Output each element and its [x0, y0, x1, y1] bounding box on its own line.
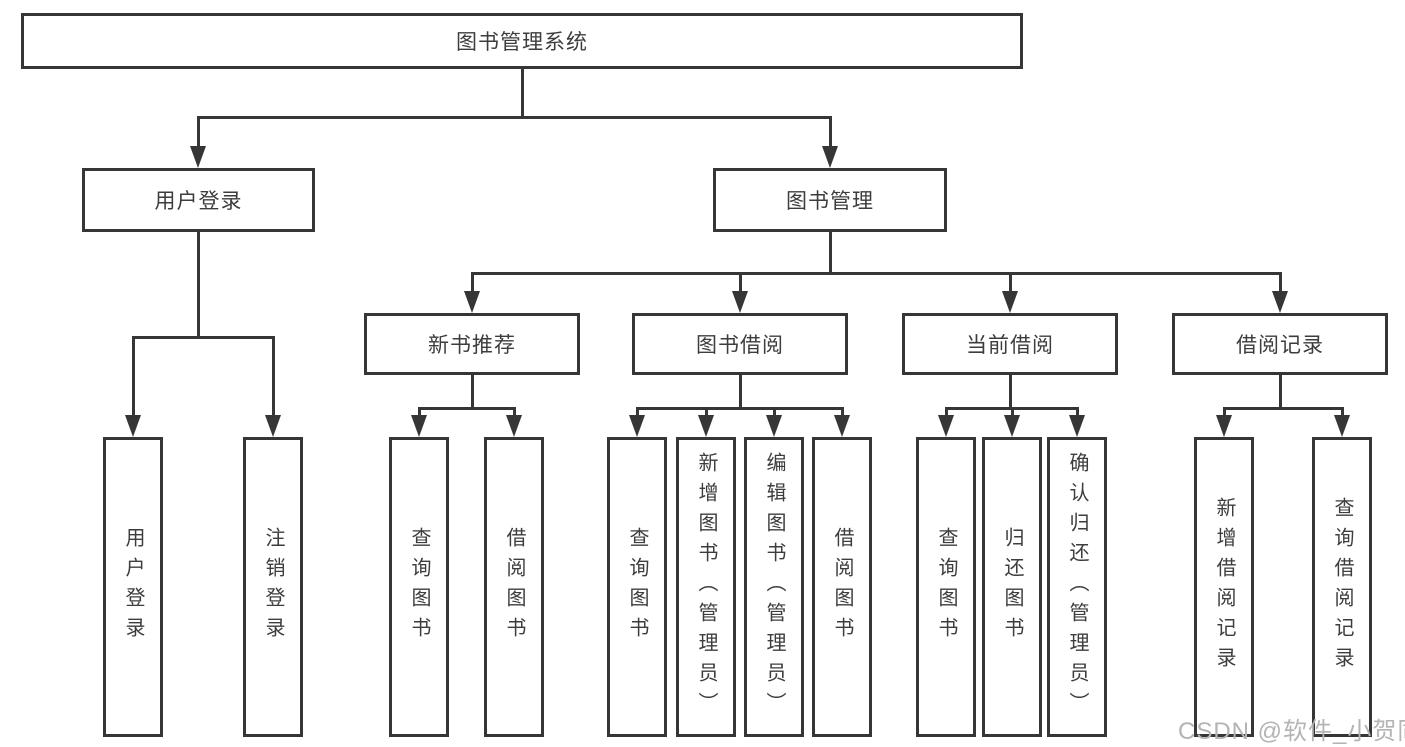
arrowhead-down-icon — [1069, 415, 1085, 437]
connector-arrow-shaft — [1009, 272, 1012, 294]
connector-arrow-shaft — [1341, 407, 1344, 419]
arrowhead-down-icon — [506, 415, 522, 437]
arrowhead-down-icon — [1334, 415, 1350, 437]
arrowhead-down-icon — [732, 291, 748, 313]
connector-level2-rail — [197, 116, 831, 119]
node-root: 图书管理系统 — [21, 13, 1023, 69]
node-book-borrowing-label: 图书借阅 — [696, 334, 784, 357]
arrowhead-down-icon — [411, 415, 427, 437]
connector-rail — [1223, 407, 1343, 410]
connector-root-stub — [521, 69, 524, 119]
connector-stub — [739, 375, 742, 410]
arrowhead-down-icon — [822, 146, 838, 168]
arrowhead-down-icon — [938, 415, 954, 437]
connector-arrow-shaft — [773, 407, 776, 419]
connector-arrow-shaft — [636, 407, 639, 419]
arrowhead-down-icon — [1002, 291, 1018, 313]
node-book-management: 图书管理 — [713, 168, 947, 232]
node-borrowing-records-label: 借阅记录 — [1236, 334, 1324, 357]
leaf-borrow-books-borrowing: 借阅图书 — [812, 437, 872, 737]
connector-arrow-shaft — [1223, 407, 1226, 419]
connector-stub — [1279, 375, 1282, 410]
node-current-borrowing: 当前借阅 — [902, 313, 1118, 375]
connector-arrow-shaft — [471, 272, 474, 294]
arrowhead-down-icon — [464, 291, 480, 313]
arrowhead-down-icon — [834, 415, 850, 437]
connector-stub — [471, 375, 474, 410]
connector-arrow-shaft — [272, 336, 275, 418]
leaf-query-books-borrowing: 查询图书 — [607, 437, 667, 737]
node-book-borrowing: 图书借阅 — [632, 313, 848, 375]
connector-arrow-shaft — [418, 407, 421, 419]
connector-level3-rail — [471, 272, 1281, 275]
node-user-login: 用户登录 — [82, 168, 315, 232]
node-new-book-recommend-label: 新书推荐 — [428, 334, 516, 357]
leaf-edit-book-admin: 编辑图书（管理员） — [744, 437, 804, 737]
connector-arrow-shaft — [132, 336, 135, 418]
connector-arrow-shaft — [945, 407, 948, 419]
connector-user-login-rail — [132, 336, 275, 339]
node-current-borrowing-label: 当前借阅 — [966, 334, 1054, 357]
node-user-login-label: 用户登录 — [154, 190, 243, 213]
node-book-management-label: 图书管理 — [786, 190, 874, 213]
leaf-add-book-admin: 新增图书（管理员） — [676, 437, 736, 737]
connector-arrow-shaft — [1011, 407, 1014, 419]
leaf-query-books-recommend: 查询图书 — [389, 437, 449, 737]
connector-stub — [1009, 375, 1012, 410]
leaf-borrow-books-recommend: 借阅图书 — [484, 437, 544, 737]
node-new-book-recommend: 新书推荐 — [364, 313, 580, 375]
connector-arrow-shaft — [197, 116, 200, 148]
arrowhead-down-icon — [1272, 291, 1288, 313]
connector-rail — [636, 407, 844, 410]
connector-arrow-shaft — [705, 407, 708, 419]
connector-rail — [418, 407, 516, 410]
arrowhead-down-icon — [698, 415, 714, 437]
arrowhead-down-icon — [1004, 415, 1020, 437]
connector-user-login-stub — [197, 232, 200, 339]
leaf-return-books: 归还图书 — [982, 437, 1042, 737]
arrowhead-down-icon — [265, 415, 281, 437]
connector-arrow-shaft — [513, 407, 516, 419]
leaf-confirm-return-admin: 确认归还（管理员） — [1047, 437, 1107, 737]
arrowhead-down-icon — [766, 415, 782, 437]
arrowhead-down-icon — [1216, 415, 1232, 437]
connector-arrow-shaft — [739, 272, 742, 294]
connector-arrow-shaft — [841, 407, 844, 419]
arrowhead-down-icon — [629, 415, 645, 437]
arrowhead-down-icon — [190, 146, 206, 168]
connector-arrow-shaft — [1279, 272, 1282, 294]
connector-book-management-stub — [829, 232, 832, 275]
node-borrowing-records: 借阅记录 — [1172, 313, 1388, 375]
leaf-query-borrow-record: 查询借阅记录 — [1312, 437, 1372, 737]
leaf-query-books-current: 查询图书 — [916, 437, 976, 737]
arrowhead-down-icon — [125, 415, 141, 437]
connector-arrow-shaft — [1076, 407, 1079, 419]
connector-arrow-shaft — [829, 116, 832, 148]
leaf-logout: 注销登录 — [243, 437, 303, 737]
leaf-add-borrow-record: 新增借阅记录 — [1194, 437, 1254, 737]
leaf-user-login: 用户登录 — [103, 437, 163, 737]
csdn-watermark: CSDN @软件_小贺同学 — [1178, 718, 1405, 745]
node-root-label: 图书管理系统 — [456, 31, 588, 54]
